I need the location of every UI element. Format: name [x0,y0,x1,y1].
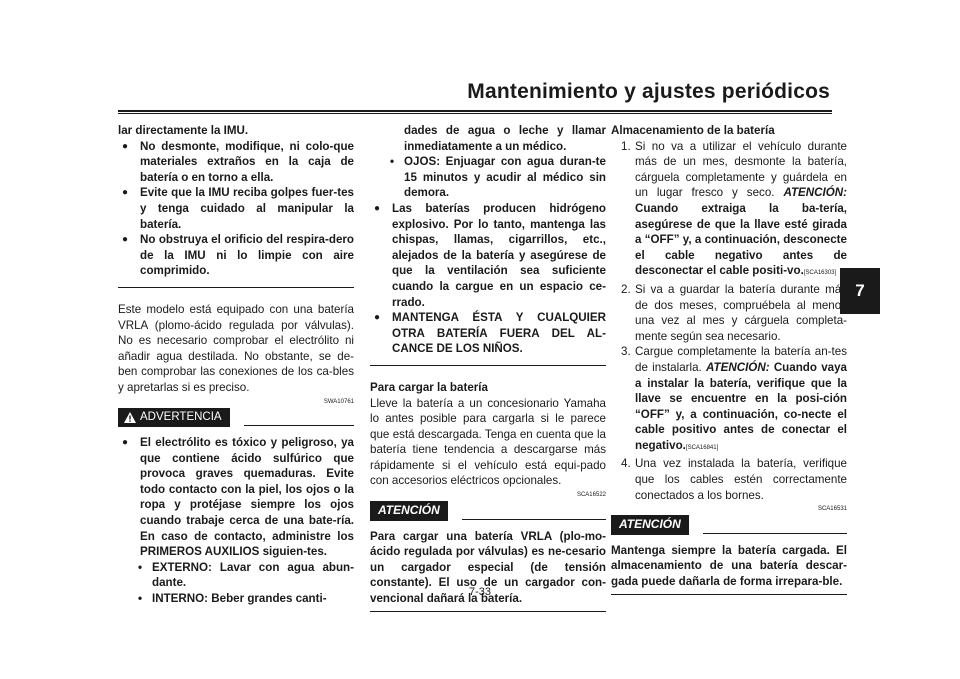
notice-badge: ATENCIÓN [611,515,689,535]
bullet-item: MANTENGA ÉSTA Y CUALQUIER OTRA BATERÍA F… [370,310,606,357]
notice-rule [370,610,606,612]
page-number: 7-33 [468,586,492,598]
storage-title: Almacenamiento de la batería [611,124,775,137]
chapter-tab[interactable]: 7 [840,268,880,314]
page-header-title: Mantenimiento y ajustes periódicos [467,80,830,103]
list-text: Cargue completamente la batería an-tes d… [635,345,847,374]
atencion-inline: ATENCIÓN: [706,360,770,374]
charge-title: Para cargar la batería [370,380,488,394]
section-rule [370,364,606,366]
continued-text: dades de agua o leche y llamar inmediata… [404,124,606,153]
warning-header: ADVERTENCIA [118,407,354,428]
notice-line [702,532,847,534]
list-number: 1. [621,139,631,153]
bullet-item: Evite que la IMU reciba golpes fuer-tes … [118,185,354,232]
list-bold-text: Cuando extraiga la ba-tería, asegúrese d… [635,201,847,278]
notice-code: SCA16531 [817,506,847,513]
charge-text: Lleve la batería a un concesionario Yama… [370,396,606,488]
sub-bullet: EXTERNO: Lavar con agua abun-dante. [118,560,354,591]
battery-paragraph: Este modelo está equipado con una baterí… [118,302,354,394]
list-bold-text: Cuando vaya a instalar la batería, verif… [635,360,847,452]
notice-text: Para cargar una batería VRLA (plo-mo-áci… [370,529,606,606]
bullet-item: No desmonte, modifique, ni colo-que mate… [118,139,354,186]
column-2: dades de agua o leche y llamar inmediata… [370,123,606,622]
header-rule [118,110,832,112]
warning-line [243,425,354,427]
atencion-inline: ATENCIÓN: [783,186,847,200]
inline-code: [SCA16841] [685,444,719,451]
list-number: 4. [621,457,631,471]
column-1: lar directamente la IMU. No desmonte, mo… [118,123,354,607]
section-rule [118,286,354,288]
list-number: 3. [621,345,631,359]
column-3: Almacenamiento de la batería 1. Si no va… [611,123,847,605]
list-item: 1. Si no va a utilizar el vehículo duran… [611,139,847,282]
warning-label: ADVERTENCIA [140,410,222,423]
notice-code: SCA16522 [576,492,606,499]
list-text: Si va a guardar la batería durante más d… [635,282,847,343]
list-item: 4. Una vez instalada la batería, verifiq… [611,456,847,503]
notice-header: ATENCIÓN [370,501,606,521]
list-text: Si no va a utilizar el vehículo durante … [635,139,847,200]
warning-triangle-icon [124,411,136,423]
bullet-item: Las baterías producen hidrógeno explosiv… [370,201,606,310]
sub-bullet: INTERNO: Beber grandes canti- [118,591,354,607]
inline-code: [SCA16303] [803,270,837,277]
notice-rule [611,593,847,595]
list-number: 2. [621,282,631,296]
sub-bullet: OJOS: Enjuagar con agua duran-te 15 minu… [370,154,606,201]
notice-line [461,518,606,520]
list-item: 3. Cargue completamente la batería an-te… [611,344,847,456]
notice-header: ATENCIÓN [611,515,847,535]
notice-badge: ATENCIÓN [370,501,448,521]
warning-bullet: El electrólito es tóxico y peligroso, ya… [118,435,354,560]
warning-code: SWA10761 [323,398,354,405]
warning-badge: ADVERTENCIA [118,407,230,428]
bullet-item: No obstruya el orificio del respira-dero… [118,232,354,279]
intro-text: lar directamente la IMU. [118,124,249,137]
notice-text: Mantenga siempre la batería cargada. El … [611,543,847,589]
list-item: 2. Si va a guardar la batería durante má… [611,282,847,344]
header-rule-thin [118,113,832,114]
list-text: Una vez instalada la batería, verifique … [635,457,847,502]
